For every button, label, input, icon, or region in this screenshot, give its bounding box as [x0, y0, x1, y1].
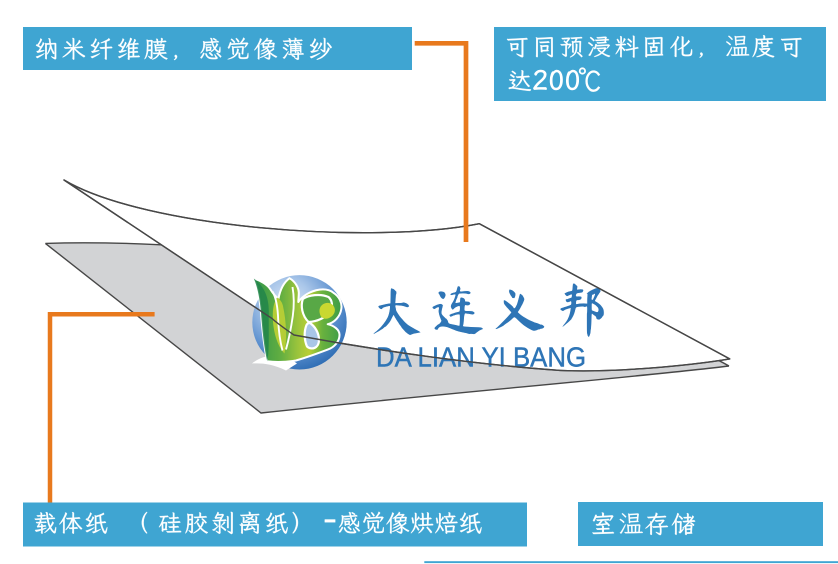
svg-text:DA LIAN YI BANG: DA LIAN YI BANG: [376, 342, 586, 373]
